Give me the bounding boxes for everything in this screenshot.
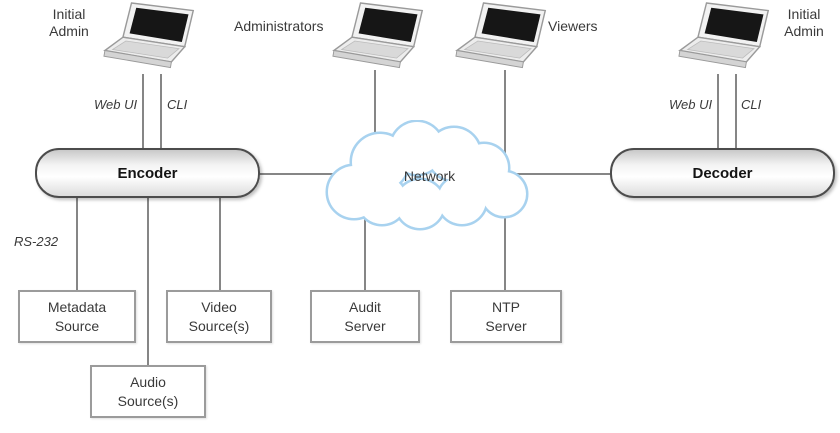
laptop-icon xyxy=(455,2,550,80)
initial-admin-right-label: Initial Admin xyxy=(784,6,824,39)
viewers-label: Viewers xyxy=(548,18,598,34)
video-source-node: Video Source(s) xyxy=(166,290,272,343)
audio-source-label: Audio Source(s) xyxy=(117,374,179,409)
ntp-server-node: NTP Server xyxy=(450,290,562,343)
decoder-node: Decoder xyxy=(610,148,835,198)
connector-cli-left xyxy=(160,74,162,148)
connector-encoder-video xyxy=(219,196,221,290)
connector-viewers-network xyxy=(504,70,506,162)
connector-encoder-audio xyxy=(147,196,149,365)
connector-encoder-network xyxy=(255,173,340,175)
audit-server-label: Audit Server xyxy=(344,299,386,334)
connector-administrators-network xyxy=(374,70,376,162)
connector-network-audit xyxy=(364,200,366,290)
encoder-node: Encoder xyxy=(35,148,260,198)
laptop-icon xyxy=(332,2,427,80)
laptop-icon xyxy=(103,2,198,80)
audio-source-node: Audio Source(s) xyxy=(90,365,206,418)
decoder-label: Decoder xyxy=(692,164,753,182)
encoder-label: Encoder xyxy=(117,164,178,182)
rs232-label: RS-232 xyxy=(14,234,59,249)
connector-webui-right xyxy=(717,74,719,148)
laptop-icon xyxy=(678,2,773,80)
metadata-source-label: Metadata Source xyxy=(47,299,107,334)
connector-cli-right xyxy=(735,74,737,148)
cli-left-label: CLI xyxy=(167,97,188,112)
connector-encoder-metadata xyxy=(76,196,78,290)
metadata-source-node: Metadata Source xyxy=(18,290,136,343)
network-cloud-icon xyxy=(312,119,547,232)
audit-server-node: Audit Server xyxy=(310,290,420,343)
network-label: Network xyxy=(403,168,456,184)
connector-webui-left xyxy=(142,74,144,148)
video-source-label: Video Source(s) xyxy=(188,299,250,334)
ntp-server-label: NTP Server xyxy=(485,299,527,334)
cli-right-label: CLI xyxy=(741,97,762,112)
webui-right-label: Web UI xyxy=(669,97,713,112)
initial-admin-left-label: Initial Admin xyxy=(49,6,89,39)
administrators-label: Administrators xyxy=(234,18,324,34)
webui-left-label: Web UI xyxy=(94,97,138,112)
connector-network-ntp xyxy=(504,200,506,290)
connector-network-decoder xyxy=(505,173,613,175)
